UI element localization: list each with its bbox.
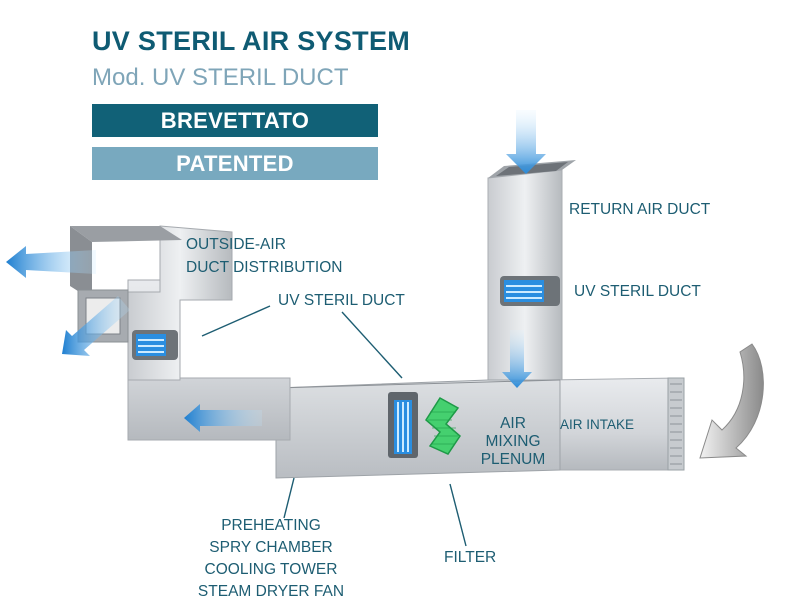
inflow-arrow-top (506, 110, 546, 174)
intake-curved-arrow (699, 343, 764, 459)
model-subtitle: Mod. UV STERIL DUCT (92, 64, 349, 91)
flow-arrow-down-return (502, 330, 532, 388)
filter-label: FILTER (444, 549, 497, 566)
preheating-label-2: SPRY CHAMBER (209, 539, 333, 556)
preheating-label-3: COOLING TOWER (204, 561, 338, 578)
air-mixing-label-line3: PLENUM (480, 451, 546, 468)
uv-unit-left (132, 330, 178, 360)
filter-element (425, 397, 461, 455)
outside-air-label-line1: OUTSIDE-AIR (186, 236, 286, 253)
flow-arrow-left-duct (184, 404, 262, 432)
preheating-label-4: STEAM DRYER FAN (197, 583, 345, 600)
outside-air-label-line2: DUCT DISTRIBUTION (186, 259, 343, 276)
uv-unit-right (500, 276, 560, 306)
preheating-label-1: PREHEATING (221, 517, 321, 534)
air-intake-duct (547, 377, 685, 471)
uv-unit-center (388, 392, 418, 458)
brevettato-badge: BREVETTATO (92, 104, 378, 137)
uv-steril-duct-left-label: UV STERIL DUCT (278, 292, 405, 309)
leader-lines (201, 305, 467, 547)
patented-badge: PATENTED (92, 147, 378, 180)
outflow-arrow-diagonal (62, 296, 130, 356)
air-mixing-label-line2: MIXING (485, 433, 541, 450)
air-mixing-label-line1: AIR (500, 415, 526, 432)
air-intake-label: AIR INTAKE (560, 417, 635, 432)
return-air-duct-label: RETURN AIR DUCT (569, 201, 711, 218)
outflow-arrow-top-left (6, 246, 96, 278)
uv-steril-duct-right-label: UV STERIL DUCT (574, 283, 701, 300)
page-title: UV STERIL AIR SYSTEM (92, 26, 411, 56)
return-air-duct (487, 160, 576, 381)
